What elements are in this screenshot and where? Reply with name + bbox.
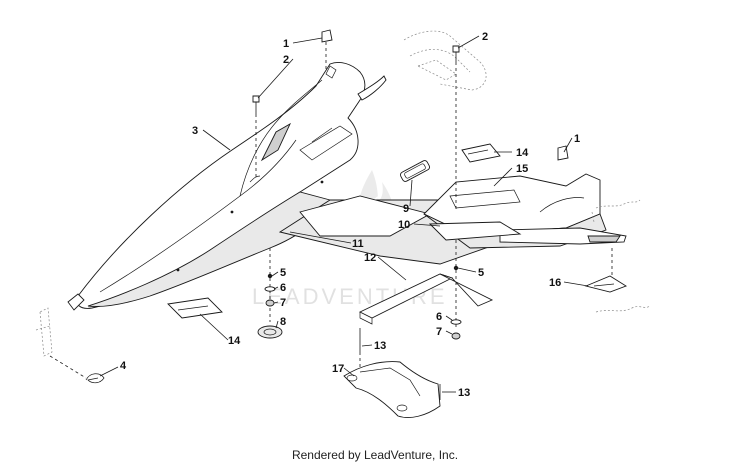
callout-3: 3 [192, 125, 198, 137]
wire-harness-ghost [591, 199, 651, 313]
callout-labels: 1 2 3 2 1 14 15 9 10 11 12 5 5 6 7 8 14 … [120, 31, 580, 399]
steering-column-ghost [403, 30, 487, 91]
hardware [49, 29, 613, 400]
callout-11: 11 [352, 238, 364, 250]
gasket-ring-part[interactable] [399, 160, 430, 183]
callout-12: 12 [364, 252, 376, 264]
callout-14b: 14 [228, 335, 241, 347]
callout-17: 17 [332, 363, 344, 375]
hood-part[interactable] [67, 61, 387, 311]
callout-1a: 1 [283, 38, 289, 50]
callout-13a: 13 [374, 340, 386, 352]
ski-leg-ghost [35, 307, 53, 357]
rendered-by-credit: Rendered by LeadVenture, Inc. [291, 448, 459, 462]
callout-5b: 5 [478, 267, 484, 279]
callout-4: 4 [120, 360, 127, 372]
callout-16: 16 [549, 277, 561, 289]
bracket-strip-part[interactable] [358, 273, 494, 325]
leader-lines [99, 35, 589, 393]
console-mount-part[interactable] [423, 173, 627, 249]
pad-lower-part[interactable] [167, 297, 223, 319]
callout-8: 8 [280, 316, 286, 328]
callout-14a: 14 [516, 147, 529, 159]
pad-upper-part[interactable] [461, 143, 501, 163]
callout-6a: 6 [280, 282, 286, 294]
callout-13b: 13 [458, 387, 470, 399]
callout-2a: 2 [283, 54, 289, 66]
callout-10: 10 [398, 219, 410, 231]
callout-15: 15 [516, 163, 528, 175]
callout-6b: 6 [436, 311, 442, 323]
skid-bracket-part[interactable] [343, 361, 441, 418]
plate-part[interactable] [584, 275, 628, 293]
callout-5a: 5 [280, 267, 286, 279]
callout-7b: 7 [436, 326, 442, 338]
callout-2b: 2 [482, 31, 488, 43]
callout-1b: 1 [574, 133, 580, 145]
callout-9: 9 [403, 203, 409, 215]
callout-7a: 7 [280, 297, 286, 309]
